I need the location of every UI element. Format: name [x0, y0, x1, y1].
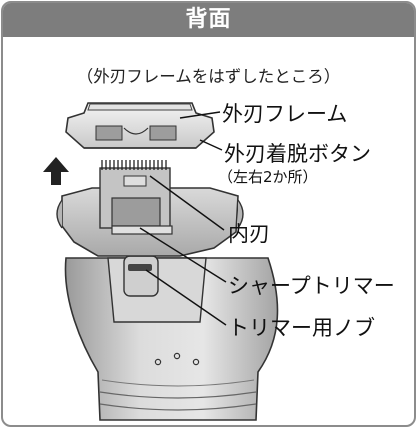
outer-blade-frame: [65, 102, 215, 149]
shaver-head: [56, 160, 244, 257]
label-release-button-note: （左右2か所）: [218, 168, 318, 186]
label-trimmer-knob: トリマー用ノブ: [228, 316, 375, 340]
label-release-button: 外刃着脱ボタン: [224, 142, 371, 166]
label-outer-frame: 外刃フレーム: [222, 102, 348, 126]
leader-lines: [139, 111, 227, 326]
label-inner-blade: 内刃: [228, 222, 270, 246]
up-arrow-icon: [43, 157, 69, 185]
label-sharp-trimmer: シャープトリマー: [228, 274, 395, 298]
shaver-body: [64, 255, 279, 421]
panel-header: 背面: [3, 3, 414, 37]
panel-caption: （外刃フレームをはずしたところ）: [76, 67, 341, 86]
